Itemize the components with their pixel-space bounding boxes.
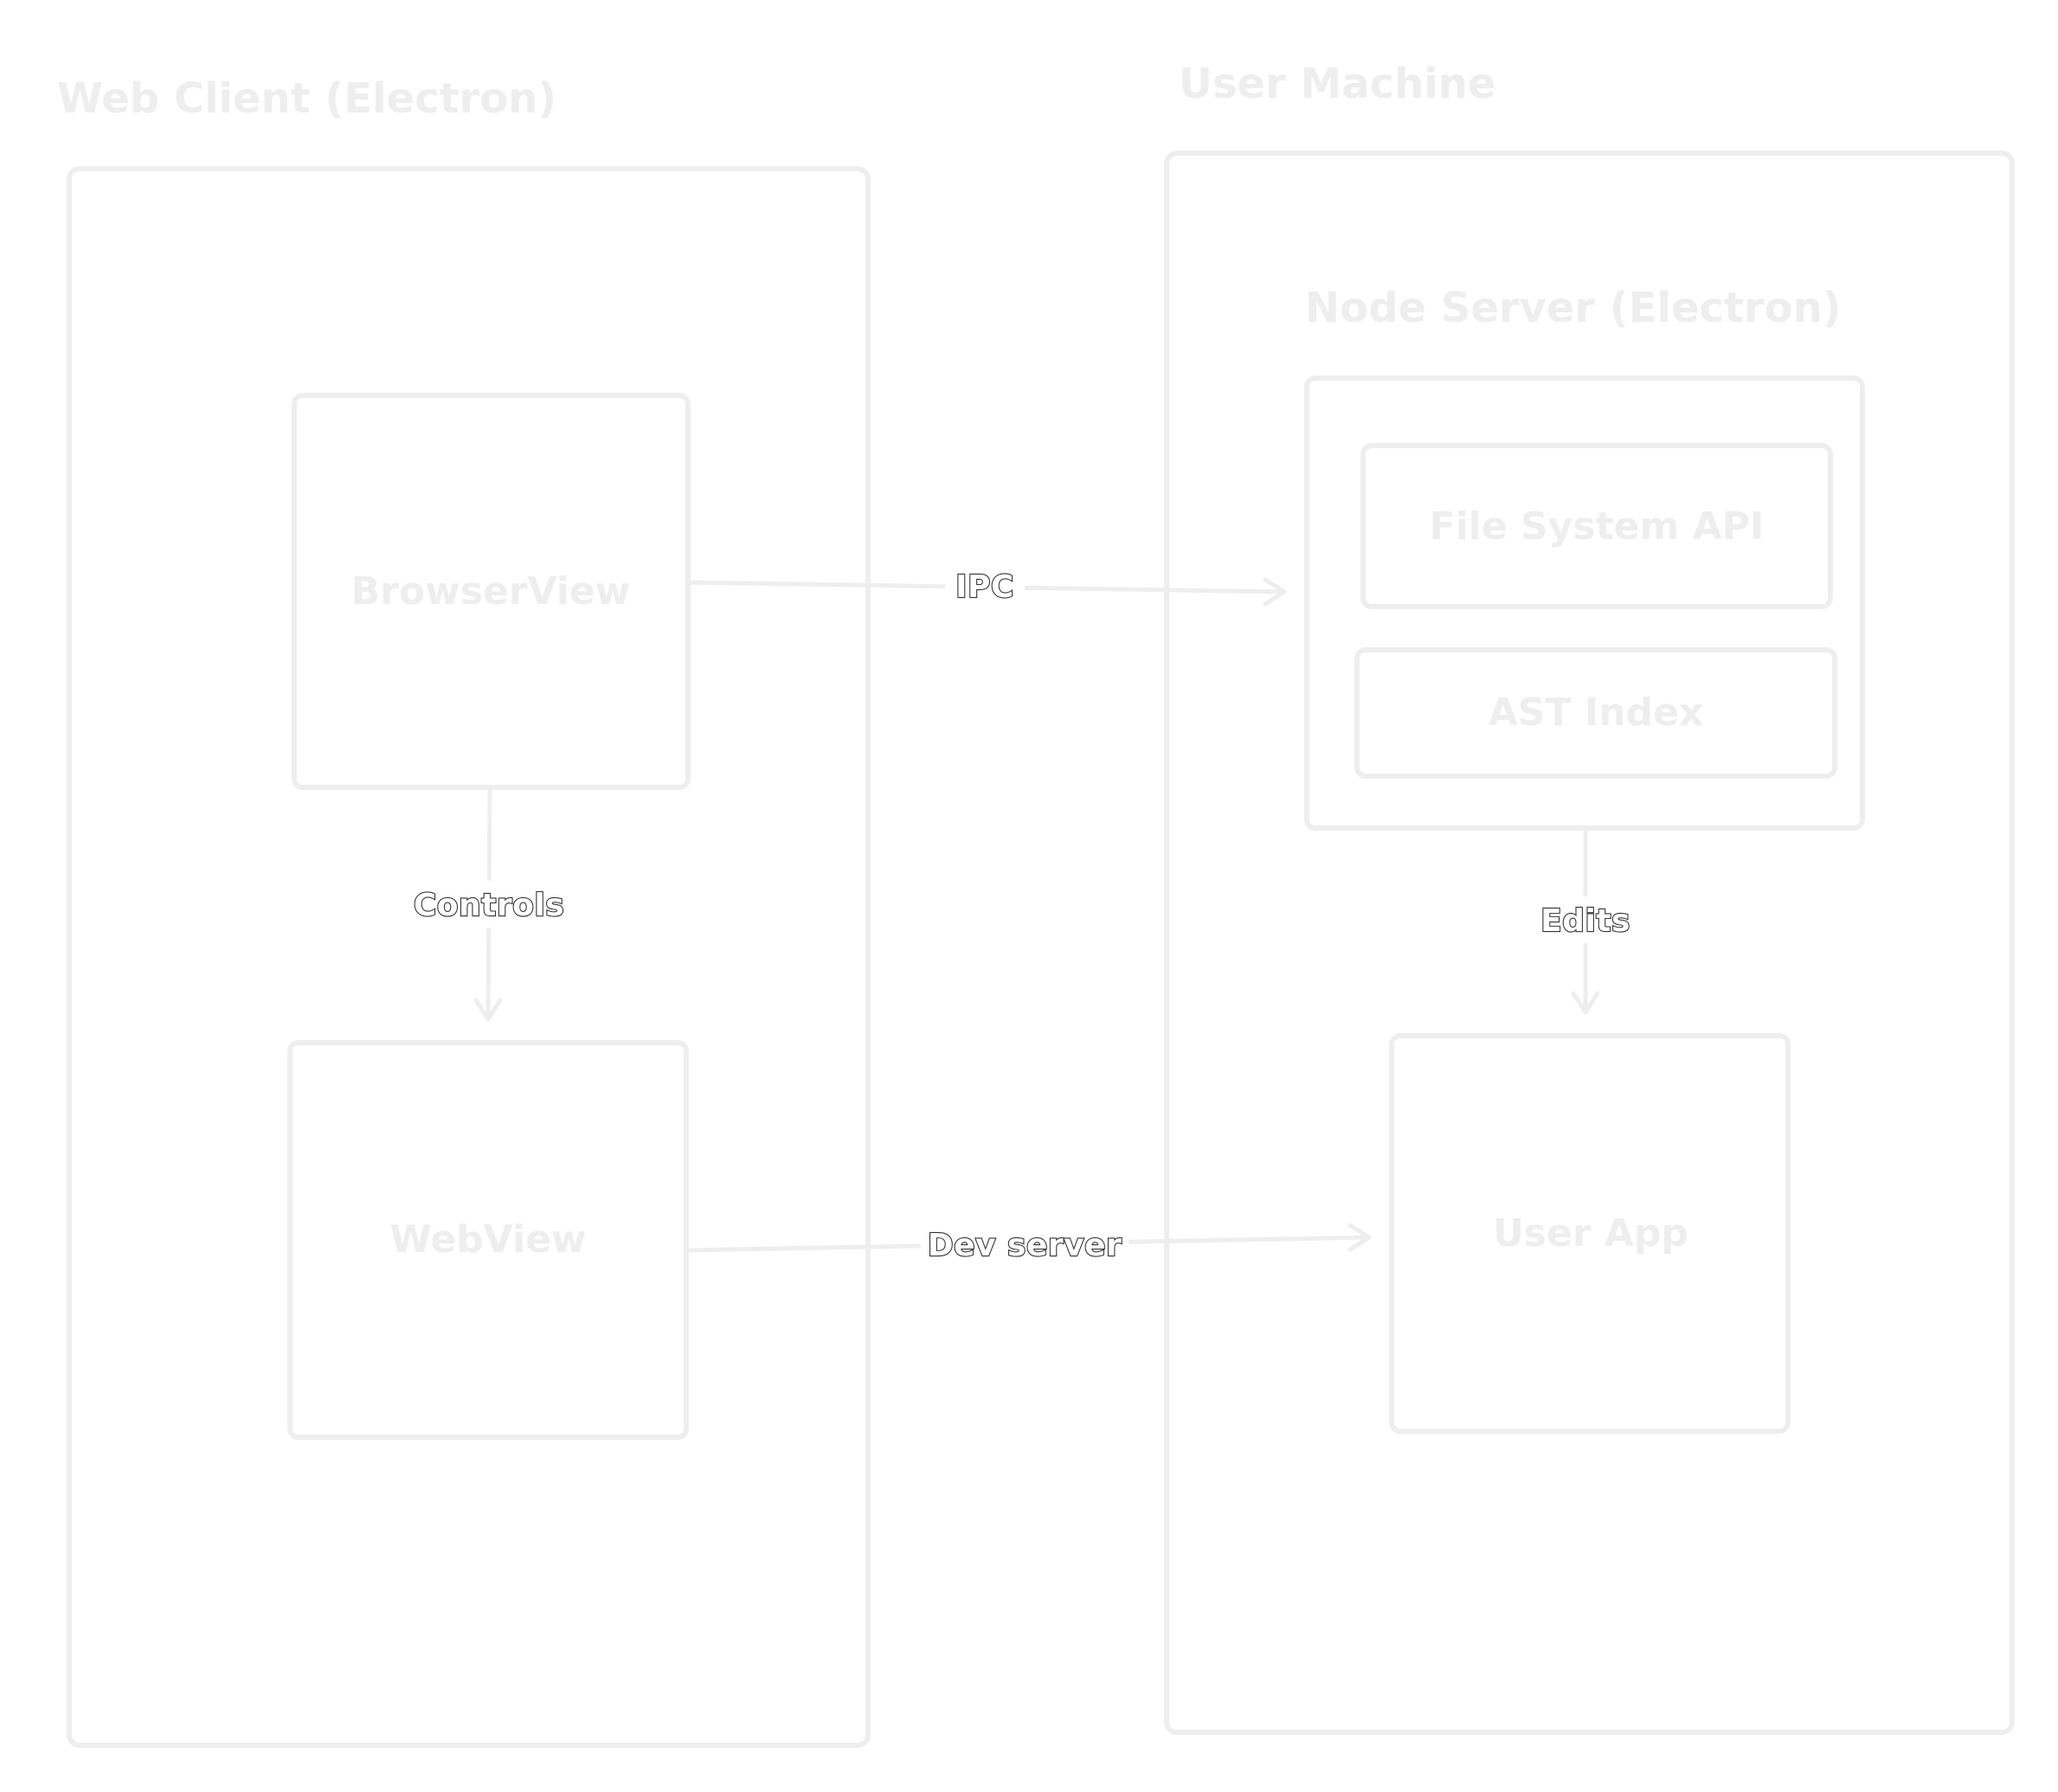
user-app-node (1389, 1033, 1791, 1434)
edits-edge-label: Edits (1540, 903, 1630, 939)
file-system-api-node (1360, 443, 1833, 609)
ipc-label-background (945, 562, 1025, 607)
controls-edge-label: Controls (414, 888, 564, 923)
web-view-node (287, 1040, 689, 1440)
dev-server-edge-label: Dev server (928, 1228, 1122, 1263)
edits-label-background (1532, 896, 1639, 943)
controls-label-background (407, 881, 571, 928)
edits-arrowhead (1571, 991, 1600, 1015)
node-server-group-title: Node Server (Electron) (1305, 284, 1842, 332)
user-machine-group-title: User Machine (1179, 60, 1495, 108)
ipc-edge-label: IPC (955, 569, 1014, 605)
dev-server-label-background (921, 1222, 1129, 1269)
browser-view-label: BrowserView (351, 569, 631, 613)
web-client-container (67, 166, 871, 1748)
ast-index-node (1354, 647, 1837, 779)
user-machine-container (1164, 151, 2015, 1735)
web-client-group-title: Web Client (Electron) (57, 74, 556, 123)
dev-server-arrowhead (1347, 1223, 1372, 1252)
controls-arrowhead (473, 998, 503, 1022)
user-app-label: User App (1493, 1211, 1688, 1256)
web-view-label: WebView (389, 1217, 586, 1262)
ast-index-label: AST Index (1489, 690, 1704, 735)
ipc-arrowhead (1263, 577, 1287, 607)
file-system-api-label: File System API (1430, 504, 1765, 549)
